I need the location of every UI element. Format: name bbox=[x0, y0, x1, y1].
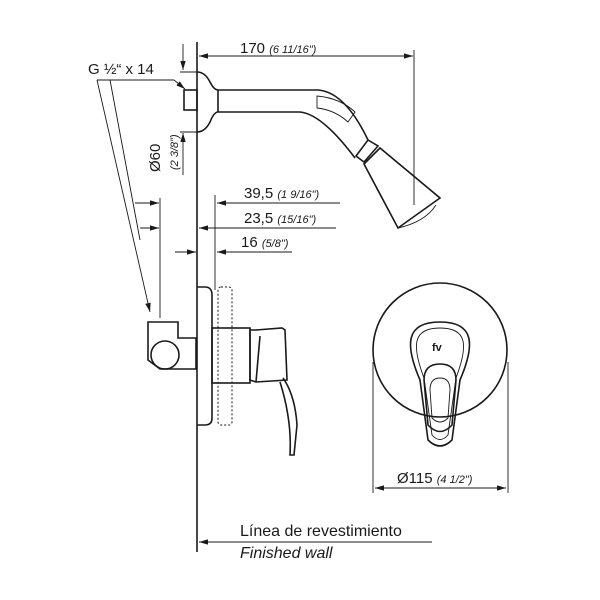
thread-leader bbox=[96, 79, 186, 313]
depth-min-dimension: 16 (5/8") bbox=[241, 234, 289, 251]
dimension-170 bbox=[199, 50, 415, 205]
wall-label-spanish: Línea de revestimiento bbox=[240, 523, 402, 540]
escutcheon-diameter-dimension: Ø115 (4 1/2") bbox=[397, 470, 473, 487]
valve-side-view bbox=[147, 286, 298, 456]
shower-head bbox=[354, 138, 442, 230]
thread-dimension: G ½“ x 14 bbox=[88, 61, 154, 78]
depth-dimensions bbox=[135, 195, 340, 318]
flange-diameter-dimension: Ø60 bbox=[147, 143, 164, 172]
fv-logo: fv bbox=[432, 342, 442, 354]
valve-front-view bbox=[372, 282, 509, 493]
depth-max-dimension: 39,5 (1 9/16") bbox=[244, 185, 320, 202]
depth-mid-dimension: 23,5 (15/16") bbox=[244, 210, 317, 227]
wall-label-english: Finished wall bbox=[240, 545, 333, 562]
flange-diameter-imperial: (2 3/8") bbox=[169, 134, 181, 170]
shower-arm bbox=[183, 71, 369, 159]
arm-length-dimension: 170 (6 11/16") bbox=[240, 40, 317, 57]
